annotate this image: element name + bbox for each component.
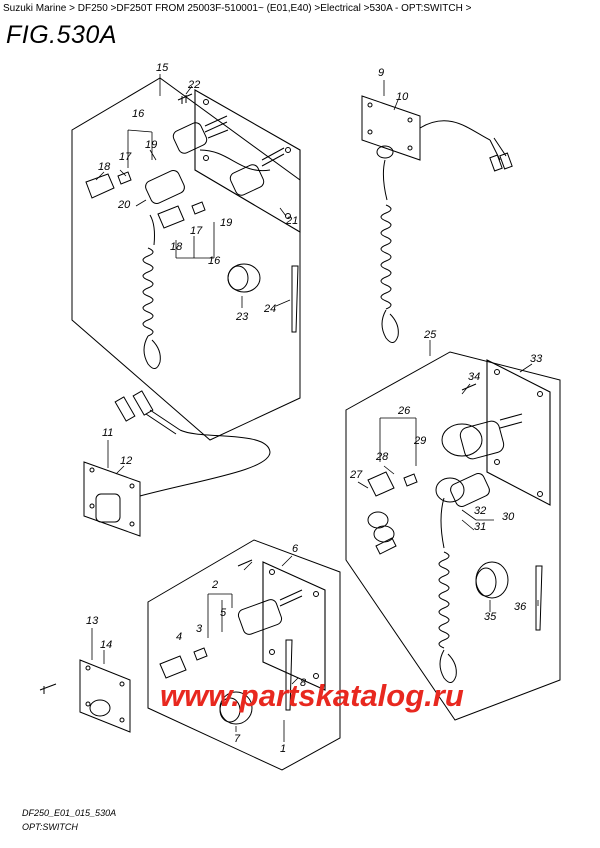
breadcrumb-separator: > — [311, 3, 321, 14]
callout-19-upper[interactable]: 19 — [145, 139, 157, 151]
callout-15[interactable]: 15 — [156, 62, 169, 74]
breadcrumb-separator: > — [360, 3, 370, 14]
callout-31[interactable]: 31 — [474, 521, 486, 533]
callout-2[interactable]: 2 — [211, 579, 218, 591]
callout-26[interactable]: 26 — [397, 405, 411, 417]
callout-33[interactable]: 33 — [530, 353, 543, 365]
callout-12[interactable]: 12 — [120, 455, 132, 467]
callout-14[interactable]: 14 — [100, 639, 112, 651]
callout-16-lower[interactable]: 16 — [208, 255, 221, 267]
callout-8[interactable]: 8 — [300, 677, 307, 689]
callout-21[interactable]: 21 — [285, 215, 298, 227]
callout-30[interactable]: 30 — [502, 511, 515, 523]
callout-24[interactable]: 24 — [263, 303, 276, 315]
callout-23[interactable]: 23 — [235, 311, 249, 323]
breadcrumb-suzuki-marine[interactable]: Suzuki Marine — [3, 3, 67, 14]
figure-title: FIG.530A — [6, 21, 117, 49]
callout-9[interactable]: 9 — [378, 67, 384, 79]
callout-18-upper[interactable]: 18 — [98, 161, 111, 173]
callout-20[interactable]: 20 — [117, 199, 131, 211]
callout-19-lower[interactable]: 19 — [220, 217, 232, 229]
breadcrumb-separator: > — [462, 3, 472, 14]
callout-29[interactable]: 29 — [413, 435, 426, 447]
callout-5[interactable]: 5 — [220, 607, 227, 619]
callout-34[interactable]: 34 — [468, 371, 480, 383]
callout-10[interactable]: 10 — [396, 91, 409, 103]
callout-17-upper[interactable]: 17 — [119, 151, 132, 163]
callout-3[interactable]: 3 — [196, 623, 203, 635]
breadcrumb: Suzuki Marine > DF250 >DF250T FROM 25003… — [3, 3, 471, 14]
breadcrumb-separator: > — [107, 3, 117, 14]
callout-28[interactable]: 28 — [375, 451, 389, 463]
callout-labels: 15 22 16 17 18 19 20 21 19 17 18 16 23 2… — [86, 62, 543, 755]
panel-group-15 — [71, 77, 301, 441]
panel-group-1 — [147, 539, 341, 771]
callout-17-lower[interactable]: 17 — [190, 225, 203, 237]
callout-7[interactable]: 7 — [234, 733, 241, 745]
breadcrumb-current-page[interactable]: 530A - OPT:SWITCH — [369, 3, 463, 14]
panel-group-25 — [345, 351, 561, 721]
panel-group-9 — [361, 95, 513, 343]
figure-code: DF250_E01_015_530A — [22, 808, 117, 818]
callout-35[interactable]: 35 — [484, 611, 497, 623]
callout-36[interactable]: 36 — [514, 601, 527, 613]
callout-18-lower[interactable]: 18 — [170, 241, 183, 253]
callout-11[interactable]: 11 — [102, 427, 113, 439]
callout-13[interactable]: 13 — [86, 615, 99, 627]
callout-22[interactable]: 22 — [187, 79, 200, 91]
callout-25[interactable]: 25 — [423, 329, 437, 341]
callout-27[interactable]: 27 — [349, 469, 363, 481]
figure-caption: OPT:SWITCH — [22, 822, 78, 832]
panel-group-11 — [83, 390, 271, 537]
callout-16-upper[interactable]: 16 — [132, 108, 145, 120]
callout-6[interactable]: 6 — [292, 543, 299, 555]
breadcrumb-electrical[interactable]: Electrical — [320, 3, 361, 14]
callout-1[interactable]: 1 — [280, 743, 286, 755]
callout-4[interactable]: 4 — [176, 631, 182, 643]
breadcrumb-df250[interactable]: DF250 — [77, 3, 108, 14]
leader-lines — [91, 74, 539, 742]
breadcrumb-model[interactable]: DF250T FROM 25003F-510001~ (E01,E40) — [116, 3, 312, 14]
callout-32[interactable]: 32 — [474, 505, 486, 517]
breadcrumb-separator: > — [66, 3, 78, 14]
panel-group-13 — [39, 659, 131, 733]
watermark-text: www.partskatalog.ru — [160, 678, 464, 713]
